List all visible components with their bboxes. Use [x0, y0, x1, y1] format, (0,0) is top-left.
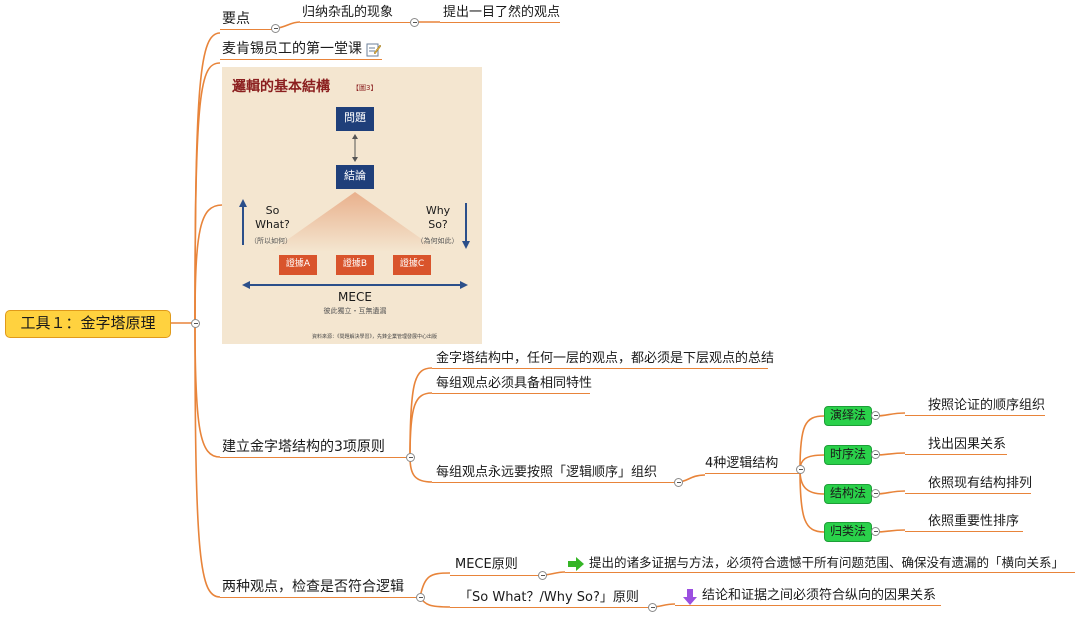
node-key-points-grandchild[interactable]: 提出一目了然的观点 — [443, 5, 561, 20]
evidence-c-box: 證據C — [393, 255, 431, 275]
mece-principle-desc[interactable]: 提出的诸多证据与方法，必须符合遗憾干所有问题范围、确保没有遗漏的「横向关系」 — [589, 555, 1065, 570]
node-key-points-child[interactable]: 归纳杂乱的现象 — [302, 5, 394, 20]
logic-structures-toggle[interactable] — [796, 465, 805, 474]
underline — [220, 597, 420, 598]
branch-key-points[interactable]: 要点 — [222, 11, 250, 27]
underline — [432, 393, 590, 394]
method-structural-desc[interactable]: 依照现有结构排列 — [928, 476, 1033, 491]
underline — [432, 368, 768, 369]
principle-3-toggle[interactable] — [674, 478, 683, 487]
why-so-sub: （為何如此） — [416, 237, 459, 245]
underline — [705, 473, 800, 474]
image-title: 邏輯的基本結構 — [232, 79, 330, 95]
why-so-label: Why So? — [425, 204, 451, 231]
underline — [905, 531, 1023, 532]
evidence-a-box: 證據A — [279, 255, 317, 275]
root-node[interactable]: 工具１：金字塔原理 — [5, 310, 171, 338]
sowhat-principle[interactable]: 「So What？/Why So?」原则 — [459, 590, 639, 605]
down-arrow-icon — [683, 589, 697, 609]
underline — [905, 493, 1031, 494]
sowhat-principle-toggle[interactable] — [648, 603, 657, 612]
underline — [905, 454, 1007, 455]
method-chronological-desc[interactable]: 找出因果关系 — [928, 437, 1007, 452]
key-points-toggle[interactable] — [271, 24, 280, 33]
branch-first-lesson[interactable]: 麦肯锡员工的第一堂课 — [222, 41, 362, 57]
underline — [450, 575, 542, 576]
principle-2[interactable]: 每组观点必须具备相同特性 — [436, 376, 593, 391]
image-tag: 【圖3】 — [352, 84, 378, 92]
mece-principle-toggle[interactable] — [538, 571, 547, 580]
method-classification-desc[interactable]: 依照重要性排序 — [928, 514, 1020, 529]
method-chronological-toggle[interactable] — [871, 450, 880, 459]
conclusion-box: 結論 — [336, 165, 374, 189]
right-arrow-icon — [568, 556, 584, 575]
root-collapse-toggle[interactable] — [191, 319, 200, 328]
so-what-label: So What? — [255, 204, 290, 231]
principles-toggle[interactable] — [406, 453, 415, 462]
underline — [432, 482, 678, 483]
check-toggle[interactable] — [416, 593, 425, 602]
underline — [220, 29, 276, 30]
method-structural[interactable]: 结构法 — [824, 484, 872, 504]
sowhat-principle-desc[interactable]: 结论和证据之间必须符合纵向的因果关系 — [702, 588, 937, 603]
mece-sub: 彼此獨立・互無遺漏 — [323, 307, 387, 315]
mece-principle[interactable]: MECE原则 — [455, 557, 518, 572]
note-icon[interactable] — [366, 42, 382, 61]
principle-3[interactable]: 每组观点永远要按照「逻辑顺序」组织 — [436, 465, 658, 480]
underline — [300, 22, 414, 23]
key-points-child-toggle[interactable] — [410, 18, 419, 27]
method-deduction[interactable]: 演绎法 — [824, 406, 872, 426]
method-deduction-toggle[interactable] — [871, 411, 880, 420]
evidence-b-box: 證據B — [336, 255, 374, 275]
mece-label: MECE — [338, 290, 372, 304]
underline — [905, 415, 1045, 416]
image-footer: 資料來源：《問題解決學習》，先鋒企業管理發展中心出版 — [312, 334, 438, 340]
branch-principles[interactable]: 建立金字塔结构的3项原则 — [222, 439, 385, 455]
underline — [440, 22, 560, 23]
method-classification-toggle[interactable] — [871, 527, 880, 536]
underline — [220, 59, 382, 60]
method-structural-toggle[interactable] — [871, 489, 880, 498]
underline — [220, 457, 410, 458]
so-what-sub: （所以如何） — [250, 237, 292, 245]
underline — [675, 605, 941, 606]
method-deduction-desc[interactable]: 按照论证的顺序组织 — [928, 398, 1046, 413]
underline — [565, 572, 1075, 573]
branch-check[interactable]: 两种观点，检查是否符合逻辑 — [222, 579, 404, 595]
method-classification[interactable]: 归类法 — [824, 522, 872, 542]
question-box: 問題 — [336, 107, 374, 131]
principle-1[interactable]: 金字塔结构中，任何一层的观点，都必须是下层观点的总结 — [436, 351, 775, 366]
underline — [450, 607, 652, 608]
logic-structures[interactable]: 4种逻辑结构 — [705, 456, 779, 471]
method-chronological[interactable]: 时序法 — [824, 445, 872, 465]
